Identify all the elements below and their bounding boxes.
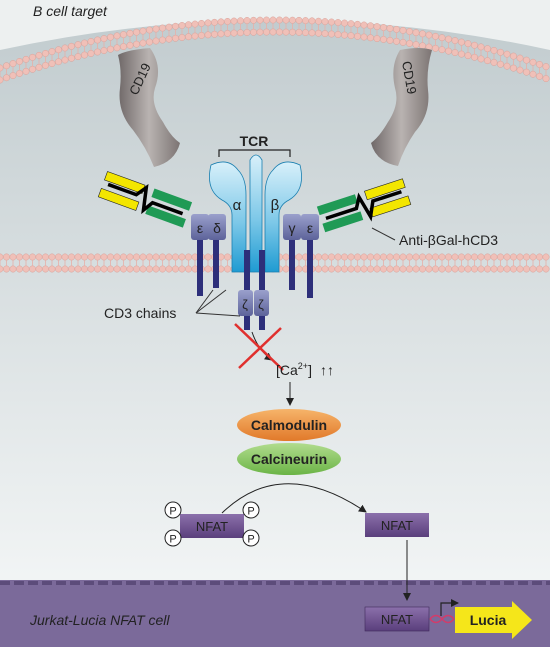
calcium-indicator: [Ca2+] ↑↑ bbox=[276, 361, 334, 378]
cd3-zeta-right: ζ bbox=[254, 290, 269, 316]
cd3-epsilon-right: ε bbox=[301, 214, 319, 240]
calcium-increase-arrows: ↑↑ bbox=[320, 362, 334, 378]
antibody-label: Anti-βGal-hCD3 bbox=[399, 232, 498, 248]
svg-text:P: P bbox=[247, 534, 254, 546]
arrow-dephosphorylation bbox=[221, 483, 367, 514]
calcineurin-label: Calcineurin bbox=[251, 451, 327, 467]
cd3-epsilon-left: ε bbox=[191, 214, 209, 240]
phosphate-top-left: P bbox=[164, 501, 182, 519]
nfat-phospho-label: NFAT bbox=[196, 519, 228, 534]
cd3-chains-leaders bbox=[195, 289, 241, 317]
calmodulin: Calmodulin bbox=[237, 409, 341, 441]
nfat-free: NFAT bbox=[365, 513, 429, 537]
calcineurin: Calcineurin bbox=[237, 443, 341, 475]
nfat-nuclear: NFAT bbox=[364, 606, 430, 632]
svg-text:[Ca2+]: [Ca2+] bbox=[276, 361, 312, 378]
dna-response-element bbox=[429, 614, 455, 624]
calcium-bracket: ] bbox=[308, 362, 312, 378]
calcium-label: [Ca bbox=[276, 362, 298, 378]
beta-chain-label: β bbox=[271, 197, 280, 214]
blocked-signal bbox=[234, 323, 284, 371]
cd3-chains-label: CD3 chains bbox=[104, 305, 176, 321]
phosphate-bottom-left: P bbox=[164, 529, 182, 547]
cd19-left: CD19 bbox=[118, 48, 180, 167]
tcr-label: TCR bbox=[240, 133, 269, 149]
svg-text:P: P bbox=[247, 506, 254, 518]
tcr-bracket bbox=[218, 149, 291, 157]
delta-label: δ bbox=[213, 220, 221, 236]
b-cell-membrane bbox=[0, 16, 550, 84]
alpha-chain-label: α bbox=[233, 197, 242, 214]
lucia-label: Lucia bbox=[470, 612, 507, 628]
zeta-left-label: ζ bbox=[242, 297, 248, 312]
gamma-label: γ bbox=[289, 220, 296, 236]
phosphate-groups: P P P P bbox=[164, 501, 260, 547]
svg-text:P: P bbox=[169, 506, 176, 518]
cd3-zeta-left: ζ bbox=[238, 290, 253, 316]
phosphate-bottom-right: P bbox=[242, 529, 260, 547]
antibody-left bbox=[97, 171, 193, 228]
cd3-delta: δ bbox=[208, 214, 226, 240]
nfat-free-label: NFAT bbox=[381, 518, 413, 533]
nfat-nuclear-label: NFAT bbox=[381, 612, 413, 627]
calmodulin-label: Calmodulin bbox=[251, 417, 327, 433]
phosphate-top-right: P bbox=[242, 501, 260, 519]
cd19-right-label: CD19 bbox=[399, 60, 420, 95]
b-cell-target-label: B cell target bbox=[33, 3, 108, 19]
jurkat-cell-label: Jurkat-Lucia NFAT cell bbox=[29, 612, 170, 628]
antibody-leader-line bbox=[371, 227, 396, 241]
tcr-complex: α β bbox=[209, 154, 302, 273]
antibody-right bbox=[316, 178, 412, 233]
zeta-right-label: ζ bbox=[258, 297, 264, 312]
cd19-right: CD19 bbox=[371, 48, 432, 166]
epsilon-right-label: ε bbox=[307, 220, 313, 236]
cd3-gamma: γ bbox=[283, 214, 301, 240]
lucia-reporter-gene: Lucia bbox=[455, 601, 532, 639]
epsilon-left-label: ε bbox=[197, 220, 203, 236]
transcription-start-arrow bbox=[440, 599, 459, 616]
svg-text:P: P bbox=[169, 534, 176, 546]
calcium-superscript: 2+ bbox=[298, 361, 308, 371]
nfat-phosphorylated: NFAT bbox=[180, 514, 244, 538]
